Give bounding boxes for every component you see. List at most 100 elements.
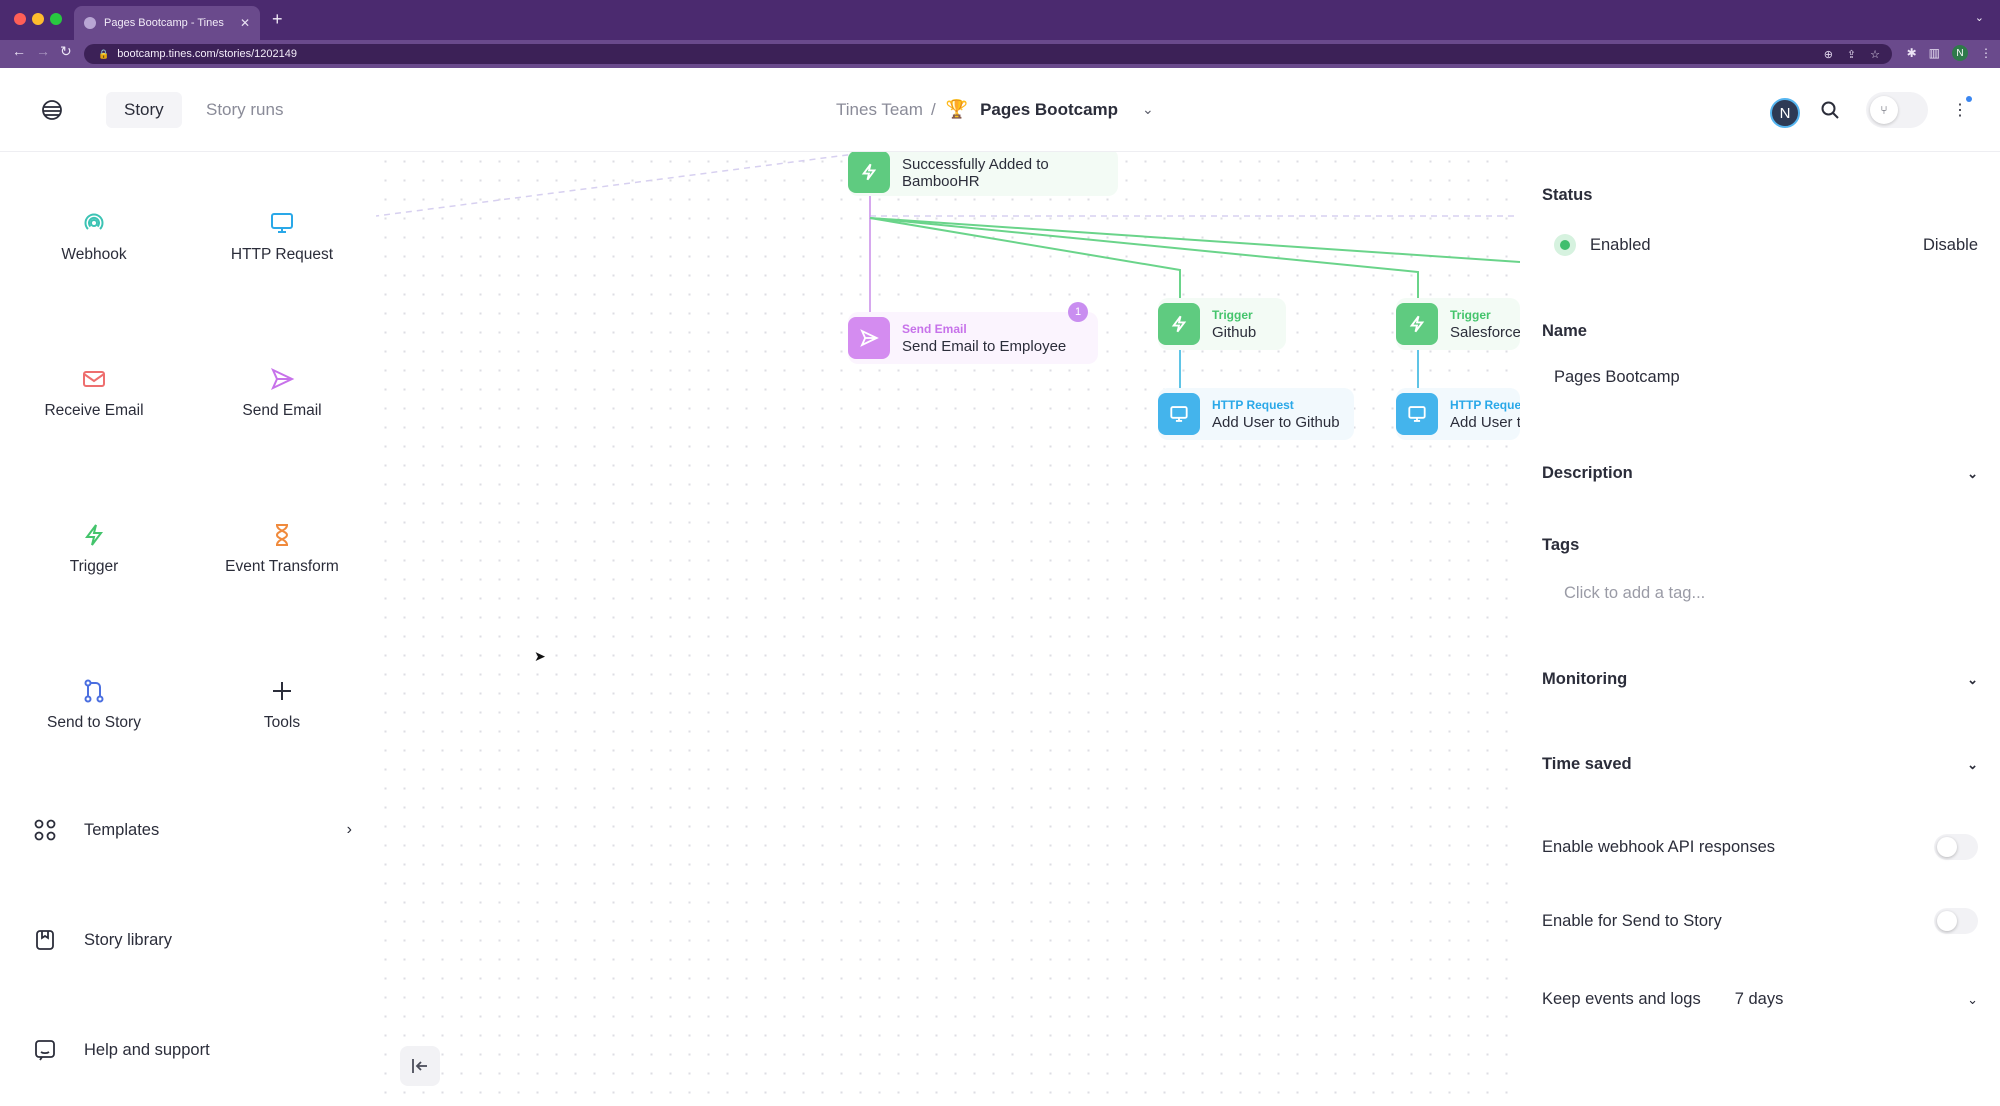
tool-label: HTTP Request	[230, 246, 334, 263]
address-bar[interactable]: 🔒 bootcamp.tines.com/stories/1202149 ⊕ ⇪…	[84, 44, 1892, 64]
tool-label: Send to Story	[47, 714, 141, 731]
sidebar-item-templates[interactable]: Templates ›	[32, 810, 352, 850]
webhook-api-label: Enable webhook API responses	[1542, 837, 1775, 856]
share-icon[interactable]: ⇪	[1846, 48, 1857, 61]
sidebar-item-label: Story library	[84, 930, 173, 949]
browser-tab-strip: Pages Bootcamp - Tines ✕ + ⌄	[0, 0, 2000, 40]
action-sidebar: Webhook HTTP Request Receive Email Send …	[0, 152, 376, 1106]
notification-dot	[1966, 96, 1972, 102]
user-avatar[interactable]: N	[1770, 98, 1800, 128]
close-window-button[interactable]	[14, 13, 26, 25]
node-name: Salesforce	[1450, 323, 1520, 341]
bolt-icon	[85, 524, 103, 546]
extensions-icon[interactable]: ✱	[1906, 46, 1917, 60]
forward-icon[interactable]: →	[36, 43, 50, 59]
chevron-down-icon[interactable]: ⌄	[1142, 101, 1154, 117]
plus-icon	[273, 682, 291, 700]
name-field[interactable]: Pages Bootcamp	[1542, 368, 1978, 387]
new-tab-button[interactable]: +	[272, 9, 283, 29]
webhook-api-row: Enable webhook API responses	[1542, 834, 1978, 860]
tab-search-icon[interactable]: ⌄	[1974, 12, 1984, 24]
story-settings-panel: Status Enabled Disable Name Pages Bootca…	[1520, 152, 2000, 1106]
reload-icon[interactable]: ↻	[60, 43, 72, 59]
close-tab-icon[interactable]: ✕	[239, 16, 250, 30]
more-options-icon[interactable]: ⋮	[1952, 102, 1968, 119]
tool-send-email[interactable]: Send Email	[188, 362, 376, 420]
bolt-icon	[1158, 303, 1200, 345]
browser-profile-avatar[interactable]: N	[1952, 45, 1968, 61]
back-icon[interactable]: ←	[12, 43, 26, 59]
connection-lines	[376, 152, 1520, 390]
tab-story[interactable]: Story	[106, 92, 182, 128]
tool-webhook[interactable]: Webhook	[0, 206, 188, 264]
monitor-icon	[1396, 393, 1438, 435]
change-control-toggle[interactable]: ⑂	[1866, 92, 1928, 128]
tool-label: Receive Email	[44, 402, 144, 419]
story-canvas[interactable]: Successfully Added to BambooHR Send Emai…	[376, 152, 1520, 1106]
bookmark-star-icon[interactable]: ☆	[1870, 48, 1880, 61]
browser-tab[interactable]: Pages Bootcamp - Tines ✕	[74, 6, 260, 40]
connector-line	[869, 217, 1181, 300]
webhook-api-toggle[interactable]	[1934, 834, 1978, 860]
zoom-icon[interactable]: ⊕	[1823, 48, 1833, 61]
tool-send-to-story[interactable]: Send to Story	[0, 674, 188, 732]
collapse-left-icon	[412, 1059, 427, 1073]
tool-label: Webhook	[61, 246, 127, 263]
node-type: Send Email	[902, 321, 967, 336]
tool-label: Tools	[263, 714, 301, 731]
action-node[interactable]: HTTP Request Add User t	[1396, 388, 1520, 440]
description-section[interactable]: Description ⌄	[1542, 464, 1978, 483]
minimize-window-button[interactable]	[32, 13, 44, 25]
tool-trigger[interactable]: Trigger	[0, 518, 188, 576]
disable-button[interactable]: Disable	[1922, 235, 1978, 254]
tool-receive-email[interactable]: Receive Email	[0, 362, 188, 420]
action-node[interactable]: Successfully Added to BambooHR	[848, 152, 1118, 196]
node-name: Add User t	[1450, 413, 1520, 431]
sidebar-item-help[interactable]: Help and support	[32, 1030, 352, 1070]
sidebar-item-label: Help and support	[84, 1040, 210, 1059]
event-count-badge[interactable]: 1	[1068, 302, 1088, 322]
bolt-icon	[848, 152, 890, 193]
connector-line	[869, 217, 1419, 300]
name-value: Pages Bootcamp	[1554, 368, 1680, 386]
sidebar-item-label: Templates	[84, 820, 160, 839]
keep-events-select[interactable]: 7 days	[1734, 990, 1784, 1008]
sidebar-toggle-icon[interactable]: ▥	[1928, 46, 1940, 60]
collapse-sidebar-button[interactable]	[400, 1046, 440, 1086]
action-node[interactable]: Trigger Salesforce	[1396, 298, 1520, 350]
maximize-window-button[interactable]	[50, 13, 62, 25]
grid-icon	[34, 819, 56, 841]
node-type: Trigger	[1212, 307, 1253, 322]
action-node[interactable]: Send Email Send Email to Employee	[848, 312, 1098, 364]
send-to-story-toggle[interactable]	[1934, 908, 1978, 934]
status-label: Status	[1542, 186, 1593, 204]
tool-http-request[interactable]: HTTP Request	[188, 206, 376, 264]
tab-story-runs[interactable]: Story runs	[206, 100, 284, 119]
url-text: bootcamp.tines.com/stories/1202149	[117, 48, 297, 60]
tines-logo-icon[interactable]	[40, 98, 64, 122]
tool-event-transform[interactable]: Event Transform	[188, 518, 376, 576]
status-row: Enabled Disable	[1542, 234, 1978, 256]
sidebar-item-story-library[interactable]: Story library	[32, 920, 352, 960]
browser-actions: ✱ ▥ N ⋮	[1907, 45, 1992, 61]
story-title[interactable]: Pages Bootcamp	[980, 99, 1119, 119]
send-to-story-label: Enable for Send to Story	[1542, 911, 1722, 930]
lock-icon: 🔒	[98, 48, 110, 59]
action-node[interactable]: HTTP Request Add User to Github	[1158, 388, 1354, 440]
chevron-down-icon: ⌄	[1967, 671, 1978, 687]
browser-menu-icon[interactable]: ⋮	[1980, 46, 1992, 60]
node-name: Add User to Github	[1212, 413, 1340, 431]
chevron-down-icon[interactable]: ⌄	[1967, 991, 1978, 1007]
action-node[interactable]: Trigger Github	[1158, 298, 1286, 350]
send-icon	[270, 367, 295, 391]
search-icon[interactable]	[1820, 100, 1840, 120]
node-type: HTTP Request	[1450, 397, 1520, 412]
monitor-icon	[1158, 393, 1200, 435]
description-label: Description	[1542, 464, 1633, 482]
tool-label: Trigger	[69, 558, 119, 575]
time-saved-section[interactable]: Time saved ⌄	[1542, 755, 1978, 774]
breadcrumb-team[interactable]: Tines Team	[836, 99, 923, 119]
monitoring-section[interactable]: Monitoring ⌄	[1542, 670, 1978, 689]
tool-tools[interactable]: Tools	[188, 674, 376, 732]
tags-input[interactable]: Click to add a tag...	[1542, 584, 1978, 603]
